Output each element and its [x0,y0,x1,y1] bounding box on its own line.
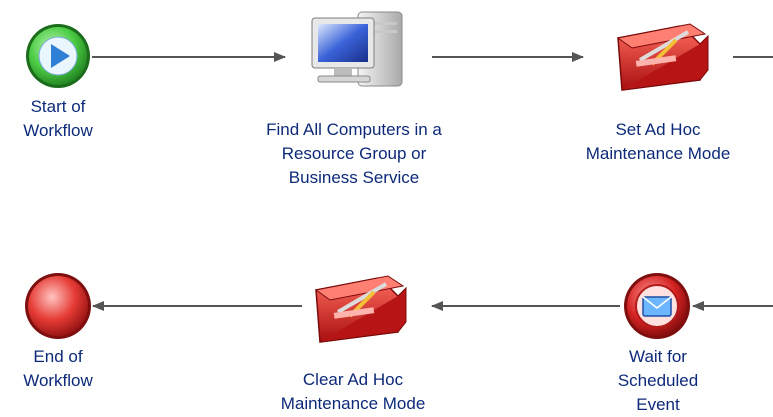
toolbox-icon[interactable] [314,275,407,343]
toolbox-icon[interactable] [616,23,709,91]
computer-icon[interactable] [311,11,403,87]
node-label-set-maintenance: Set Ad Hoc Maintenance Mode [585,120,731,163]
start-event-icon[interactable] [26,24,90,88]
end-event-icon[interactable] [25,273,91,339]
scheduled-event-icon[interactable] [624,273,690,339]
node-label-start: Start of Workflow [23,97,93,140]
node-label-clear-maintenance: Clear Ad Hoc Maintenance Mode [280,370,426,413]
node-label-wait-event: Wait for Scheduled Event [617,347,699,414]
node-label-find-computers: Find All Computers in a Resource Group o… [266,120,442,187]
node-label-end: End of Workflow [23,347,93,390]
